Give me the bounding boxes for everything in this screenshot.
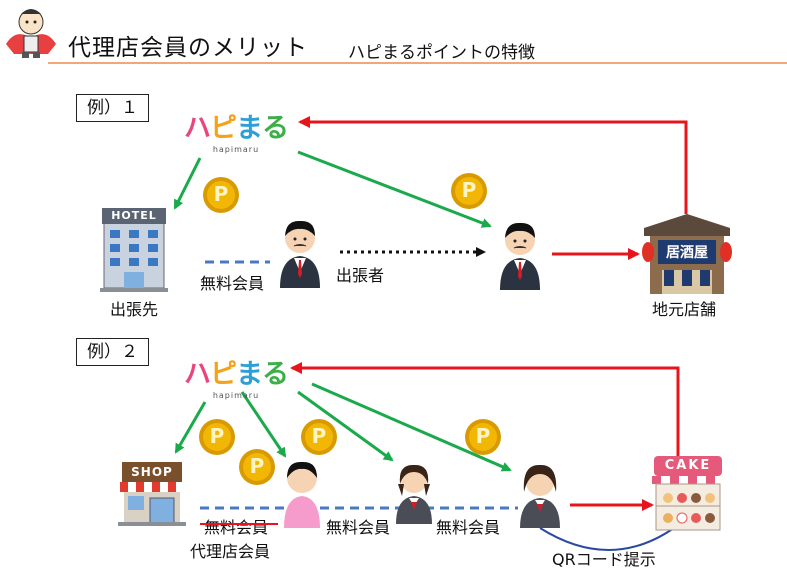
mascot-icon xyxy=(2,4,60,62)
ex2-coin-1: P xyxy=(198,418,236,456)
ex2-struck-free-member-label: 無料会員 xyxy=(200,514,278,538)
ex1-coin-1: P xyxy=(202,176,240,214)
page-subtitle: ハピまるポイントの特徴 xyxy=(348,43,535,63)
ex1-green-arrow-hotel xyxy=(173,157,202,210)
izakaya-sign: 居酒屋 xyxy=(666,245,708,261)
ex2-green-arrow-shop xyxy=(174,401,207,454)
ex1-green-arrow-traveler xyxy=(297,150,492,228)
ex2-hapimaru-logo: ハピまる hapimaru xyxy=(184,359,289,400)
qr-code-label: QRコード提示 xyxy=(552,550,656,568)
businessman-avatar-1 xyxy=(278,216,322,288)
free-member-avatar-2 xyxy=(518,462,562,528)
ex2-green-arrow-member2 xyxy=(311,382,512,472)
ex1-hapimaru-logo: ハピまる hapimaru xyxy=(184,113,289,154)
ex2-coin-3: P xyxy=(300,418,338,456)
shop-building-icon: SHOP xyxy=(118,460,186,526)
example1-label: 例）１ xyxy=(76,94,149,122)
cake-sign: CAKE xyxy=(664,458,712,473)
header-divider xyxy=(48,62,787,64)
businessman-avatar-2 xyxy=(498,218,542,290)
example2-label: 例）２ xyxy=(76,338,149,366)
local-shop-label: 地元店舗 xyxy=(652,300,717,319)
agency-member-avatar xyxy=(280,458,324,528)
ex2-coin-2: P xyxy=(238,448,276,486)
ex2-free-member-label-1: 無料会員 xyxy=(326,518,391,537)
izakaya-shop-icon: 居酒屋 xyxy=(640,212,734,296)
ex1-red-return-arrow xyxy=(298,116,688,214)
page-title: 代理店会員のメリット xyxy=(68,35,308,61)
ex1-coin-2: P xyxy=(450,172,488,210)
ex1-free-member-label: 無料会員 xyxy=(200,274,265,293)
cake-shop-icon: CAKE xyxy=(650,454,726,532)
free-member-avatar-1 xyxy=(394,462,434,524)
ex2-red-return-arrow xyxy=(290,362,680,456)
ex2-coin-4: P xyxy=(464,418,502,456)
shop-sign: SHOP xyxy=(131,465,173,479)
strike-line xyxy=(200,523,278,525)
traveler-label: 出張者 xyxy=(336,266,385,285)
ex2-free-member-label-2: 無料会員 xyxy=(436,518,501,537)
ex2-green-arrow-agency xyxy=(240,391,287,458)
ex2-qr-curve xyxy=(539,527,675,551)
agency-member-label: 代理店会員 xyxy=(190,542,271,561)
hotel-sign: HOTEL xyxy=(111,209,157,222)
ex2-green-arrow-member1 xyxy=(297,390,394,462)
hotel-label: 出張先 xyxy=(110,300,159,319)
hotel-building-icon: HOTEL xyxy=(100,206,168,292)
